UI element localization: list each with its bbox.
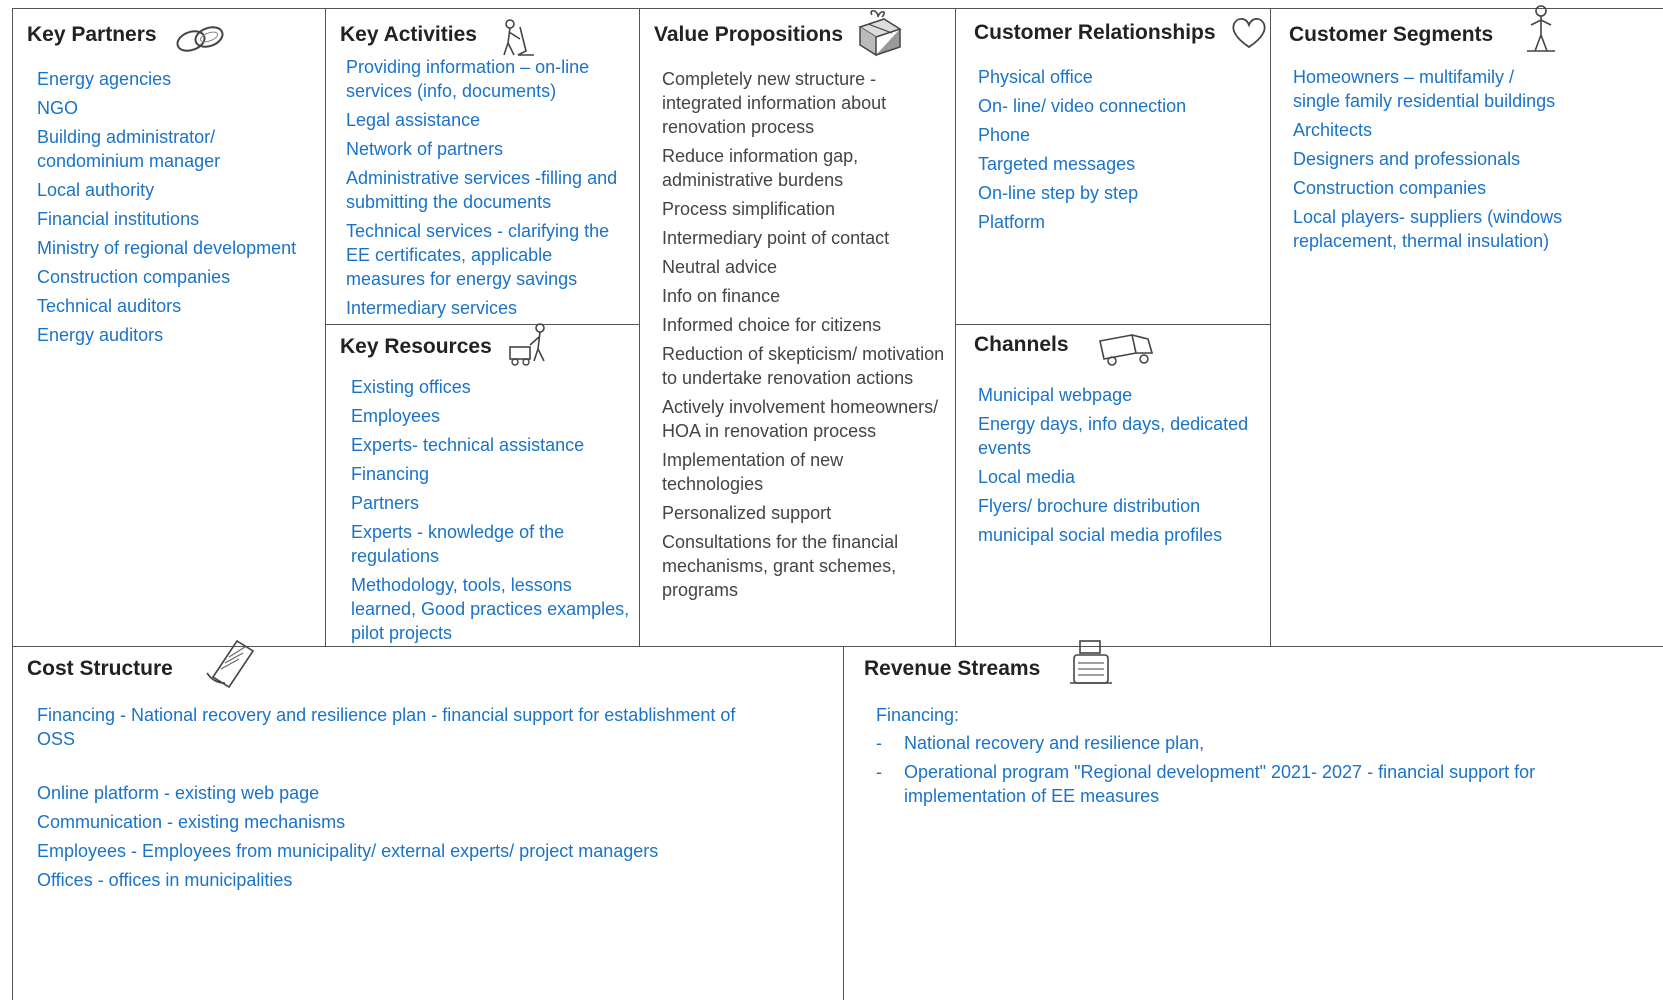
key-activities-item: Network of partners bbox=[346, 139, 504, 159]
customer-segments-item: Construction companies bbox=[1293, 178, 1487, 198]
revenue-streams-block: Revenue Streams Financing: National reco… bbox=[843, 640, 1663, 1000]
cost-structure-item: Online platform - existing web page bbox=[37, 783, 320, 803]
customer-relationships-item: On- line/ video connection bbox=[978, 96, 1187, 116]
value-propositions-title: Value Propositions bbox=[654, 23, 844, 46]
cost-structure-title: Cost Structure bbox=[27, 657, 173, 680]
revenue-streams-item: National recovery and resilience plan, bbox=[874, 731, 1594, 755]
key-resources-item: Experts- technical assistance bbox=[351, 435, 585, 455]
key-activities-item: Legal assistance bbox=[346, 110, 481, 130]
worker-with-machine-icon bbox=[509, 323, 545, 366]
cost-structure-lead: Financing - National recovery and resili… bbox=[37, 705, 736, 749]
chain-links-icon bbox=[176, 26, 224, 52]
key-resources-item: Partners bbox=[351, 493, 420, 513]
channels-title: Channels bbox=[974, 333, 1069, 356]
customer-segments-item: Homeowners – multifamily / single family… bbox=[1293, 67, 1556, 111]
customer-segments-title: Customer Segments bbox=[1289, 23, 1494, 46]
key-activities-item: Providing information – on-line services… bbox=[346, 57, 590, 101]
customer-relationships-item: Targeted messages bbox=[978, 154, 1136, 174]
customer-relationships-title: Customer Relationships bbox=[974, 21, 1216, 44]
revenue-streams-list: National recovery and resilience plan, Op… bbox=[874, 731, 1594, 813]
cost-structure-item: Communication - existing mechanisms bbox=[37, 812, 346, 832]
customer-relationships-item: Platform bbox=[978, 212, 1046, 232]
key-resources-item: Methodology, tools, lessons learned, Goo… bbox=[351, 575, 630, 643]
key-partners-item: Financial institutions bbox=[37, 209, 200, 229]
cost-structure-item: Employees - Employees from municipality/… bbox=[37, 841, 659, 861]
value-propositions-item: Consultations for the financial mechanis… bbox=[662, 532, 899, 600]
channels-item: Flyers/ brochure distribution bbox=[978, 496, 1201, 516]
key-activities-item: Technical services - clarifying the EE c… bbox=[346, 221, 610, 289]
key-activities-item: Intermediary services bbox=[346, 298, 518, 318]
customer-relationships-item: On-line step by step bbox=[978, 183, 1139, 203]
channels-item: Municipal webpage bbox=[978, 385, 1133, 405]
key-partners-item: Construction companies bbox=[37, 267, 231, 287]
key-activities-item: Administrative services -filling and sub… bbox=[346, 168, 618, 212]
value-propositions-list: Completely new structure - integrated in… bbox=[662, 67, 947, 607]
cost-structure-item: Offices - offices in municipalities bbox=[37, 870, 293, 890]
key-resources-item: Existing offices bbox=[351, 377, 471, 397]
value-propositions-item: Informed choice for citizens bbox=[662, 315, 882, 335]
cost-structure-block: Cost Structure Financing - National reco… bbox=[12, 639, 845, 1000]
delivery-truck-icon bbox=[1099, 334, 1154, 366]
key-resources-title: Key Resources bbox=[340, 335, 492, 358]
channels-item: Energy days, info days, dedicated events bbox=[978, 414, 1249, 458]
customer-segments-list: Homeowners – multifamily / single family… bbox=[1293, 65, 1563, 258]
value-propositions-item: Personalized support bbox=[662, 503, 832, 523]
key-resources-item: Employees bbox=[351, 406, 441, 426]
receipt-icon bbox=[206, 639, 255, 689]
key-partners-title: Key Partners bbox=[27, 23, 157, 46]
value-propositions-item: Completely new structure - integrated in… bbox=[662, 69, 887, 137]
customer-segments-item: Local players- suppliers (windows replac… bbox=[1293, 207, 1563, 251]
key-partners-item: Energy agencies bbox=[37, 69, 172, 89]
key-resources-item: Experts - knowledge of the regulations bbox=[351, 522, 565, 566]
customer-relationships-item: Phone bbox=[978, 125, 1031, 145]
key-partners-item: Energy auditors bbox=[37, 325, 164, 345]
customer-segments-item: Architects bbox=[1293, 120, 1373, 140]
key-activities-list: Providing information – on-line services… bbox=[346, 55, 631, 325]
value-propositions-item: Implementation of new technologies bbox=[662, 450, 844, 494]
key-partners-item: NGO bbox=[37, 98, 79, 118]
revenue-streams-title: Revenue Streams bbox=[864, 657, 1041, 680]
key-partners-item: Local authority bbox=[37, 180, 155, 200]
key-resources-item: Financing bbox=[351, 464, 430, 484]
value-propositions-item: Reduction of skepticism/ motivation to u… bbox=[662, 344, 945, 388]
customer-relationships-item: Physical office bbox=[978, 67, 1093, 87]
customer-segments-block: Customer Segments Homeowners – multifami… bbox=[1270, 5, 1663, 648]
value-propositions-item: Info on finance bbox=[662, 286, 781, 306]
channels-item: municipal social media profiles bbox=[978, 525, 1223, 545]
key-partners-item: Ministry of regional development bbox=[37, 238, 297, 258]
key-activities-block: Key Activities Providing information – o… bbox=[325, 8, 641, 326]
revenue-streams-lead: Financing: bbox=[876, 705, 960, 725]
heart-icon bbox=[1232, 17, 1266, 49]
value-propositions-block: Value Propositions Completely new struct… bbox=[639, 8, 957, 648]
value-propositions-item: Neutral advice bbox=[662, 257, 778, 277]
channels-item: Local media bbox=[978, 467, 1076, 487]
worker-sweeping-icon bbox=[503, 19, 534, 56]
value-propositions-item: Intermediary point of contact bbox=[662, 228, 890, 248]
key-partners-item: Technical auditors bbox=[37, 296, 182, 316]
cash-register-icon bbox=[1070, 640, 1112, 684]
person-icon bbox=[1527, 5, 1555, 52]
customer-segments-item: Designers and professionals bbox=[1293, 149, 1521, 169]
value-propositions-item: Process simplification bbox=[662, 199, 836, 219]
gift-box-icon bbox=[858, 10, 902, 57]
value-propositions-item: Actively involvement homeowners/ HOA in … bbox=[662, 397, 939, 441]
key-partners-item: Building administrator/ condominium mana… bbox=[37, 127, 221, 171]
revenue-streams-item: Operational program "Regional developmen… bbox=[874, 760, 1594, 808]
key-activities-title: Key Activities bbox=[340, 23, 477, 46]
value-propositions-item: Reduce information gap, administrative b… bbox=[662, 146, 859, 190]
